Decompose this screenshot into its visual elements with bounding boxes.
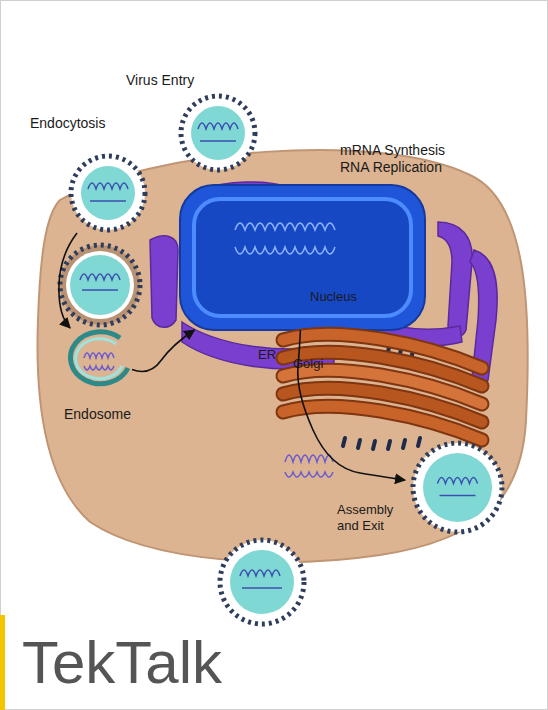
golgi-node: Golgi: [275, 328, 490, 440]
endosome-node: Endosome: [62, 328, 132, 386]
accent-bar: [0, 615, 5, 710]
watermark: TekTalk: [22, 628, 222, 697]
released-virus: [220, 540, 304, 624]
flow-arrow: [59, 233, 77, 328]
er-sheet: [150, 236, 178, 327]
viral-rna: [285, 455, 333, 477]
virus-node: Assembly and Exit: [405, 440, 510, 535]
budding-vesicle: [60, 245, 140, 325]
virus-shape: [68, 153, 148, 233]
node-label: Endocytosis: [30, 115, 130, 132]
er-sheet: [438, 222, 472, 336]
node-label: Endosome: [64, 406, 154, 423]
cell-body: [38, 150, 528, 562]
nucleus-node: Nucleus: [180, 185, 425, 330]
virus-shape: [405, 440, 510, 535]
virus-shape: [178, 93, 258, 173]
process-label: mRNA Synthesis: [340, 142, 445, 158]
node-label: Assembly and Exit: [337, 502, 403, 533]
nucleus-shape: [180, 185, 425, 330]
node-label: Golgi: [293, 356, 343, 372]
process-label: RNA Replication: [340, 159, 442, 175]
golgi-shape: [275, 328, 490, 440]
node-label: Nucleus: [310, 289, 390, 305]
node-label: Virus Entry: [126, 72, 236, 89]
virus-node: Virus Entry: [178, 93, 258, 173]
virus-node: Endocytosis: [68, 153, 148, 233]
endosome-shape: [62, 328, 132, 386]
